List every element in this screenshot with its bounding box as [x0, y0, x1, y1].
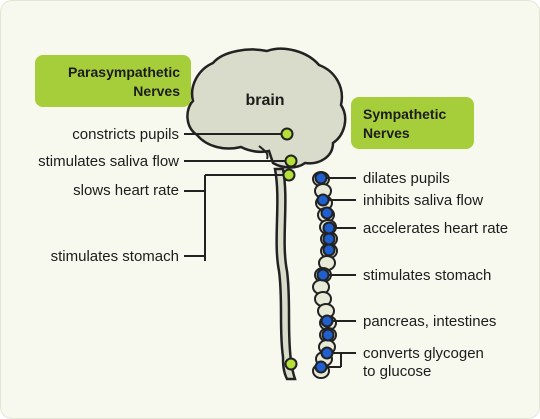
label-stimulates-stomach-sym: stimulates stomach — [363, 267, 491, 284]
para-node-sacral — [284, 357, 298, 371]
sym-node-8 — [320, 314, 334, 328]
parasympathetic-lines — [184, 133, 291, 261]
sym-node-4 — [322, 221, 336, 235]
sympathetic-header-line2: Nerves — [363, 125, 410, 141]
sympathetic-nodes — [314, 171, 336, 374]
spinal-cord — [273, 167, 297, 381]
label-pancreas-intestines: pancreas, intestines — [363, 313, 496, 330]
parasympathetic-nodes — [280, 127, 298, 371]
sym-node-5 — [322, 232, 336, 246]
sym-node-7 — [316, 268, 330, 282]
label-dilates-pupils: dilates pupils — [363, 170, 450, 187]
parasympathetic-header-line2: Nerves — [133, 83, 180, 99]
sym-node-9 — [321, 328, 335, 342]
parasympathetic-header: Parasympathetic Nerves — [35, 55, 191, 107]
label-converts-glycogen: converts glycogen — [363, 345, 484, 362]
label-inhibits-saliva-flow: inhibits saliva flow — [363, 192, 483, 209]
brain: brain — [186, 47, 347, 169]
sympathetic-labels: dilates pupils inhibits saliva flow acce… — [363, 170, 508, 380]
label-to-glucose: to glucose — [363, 363, 431, 380]
parasympathetic-labels: constricts pupils stimulates saliva flow… — [38, 126, 179, 265]
label-slows-heart-rate: slows heart rate — [73, 182, 179, 199]
label-constricts-pupils: constricts pupils — [72, 126, 179, 143]
sympathetic-header: Sympathetic Nerves — [351, 97, 474, 149]
para-node-heart — [282, 168, 296, 182]
sym-node-2 — [316, 193, 330, 207]
sym-node-6 — [322, 243, 336, 257]
label-accelerates-heart-rate: accelerates heart rate — [363, 220, 508, 237]
brain-label: brain — [245, 92, 284, 109]
para-node-saliva — [284, 154, 298, 168]
sympathetic-header-line1: Sympathetic — [363, 106, 446, 122]
label-stimulates-saliva-flow: stimulates saliva flow — [38, 153, 179, 170]
sym-node-10 — [320, 346, 334, 360]
sym-node-3 — [320, 206, 334, 220]
sym-node-11 — [314, 360, 328, 374]
label-stimulates-stomach-para: stimulates stomach — [51, 248, 179, 265]
para-node-pupils — [280, 127, 294, 141]
sym-node-1 — [314, 171, 328, 185]
parasympathetic-header-line1: Parasympathetic — [68, 64, 180, 80]
